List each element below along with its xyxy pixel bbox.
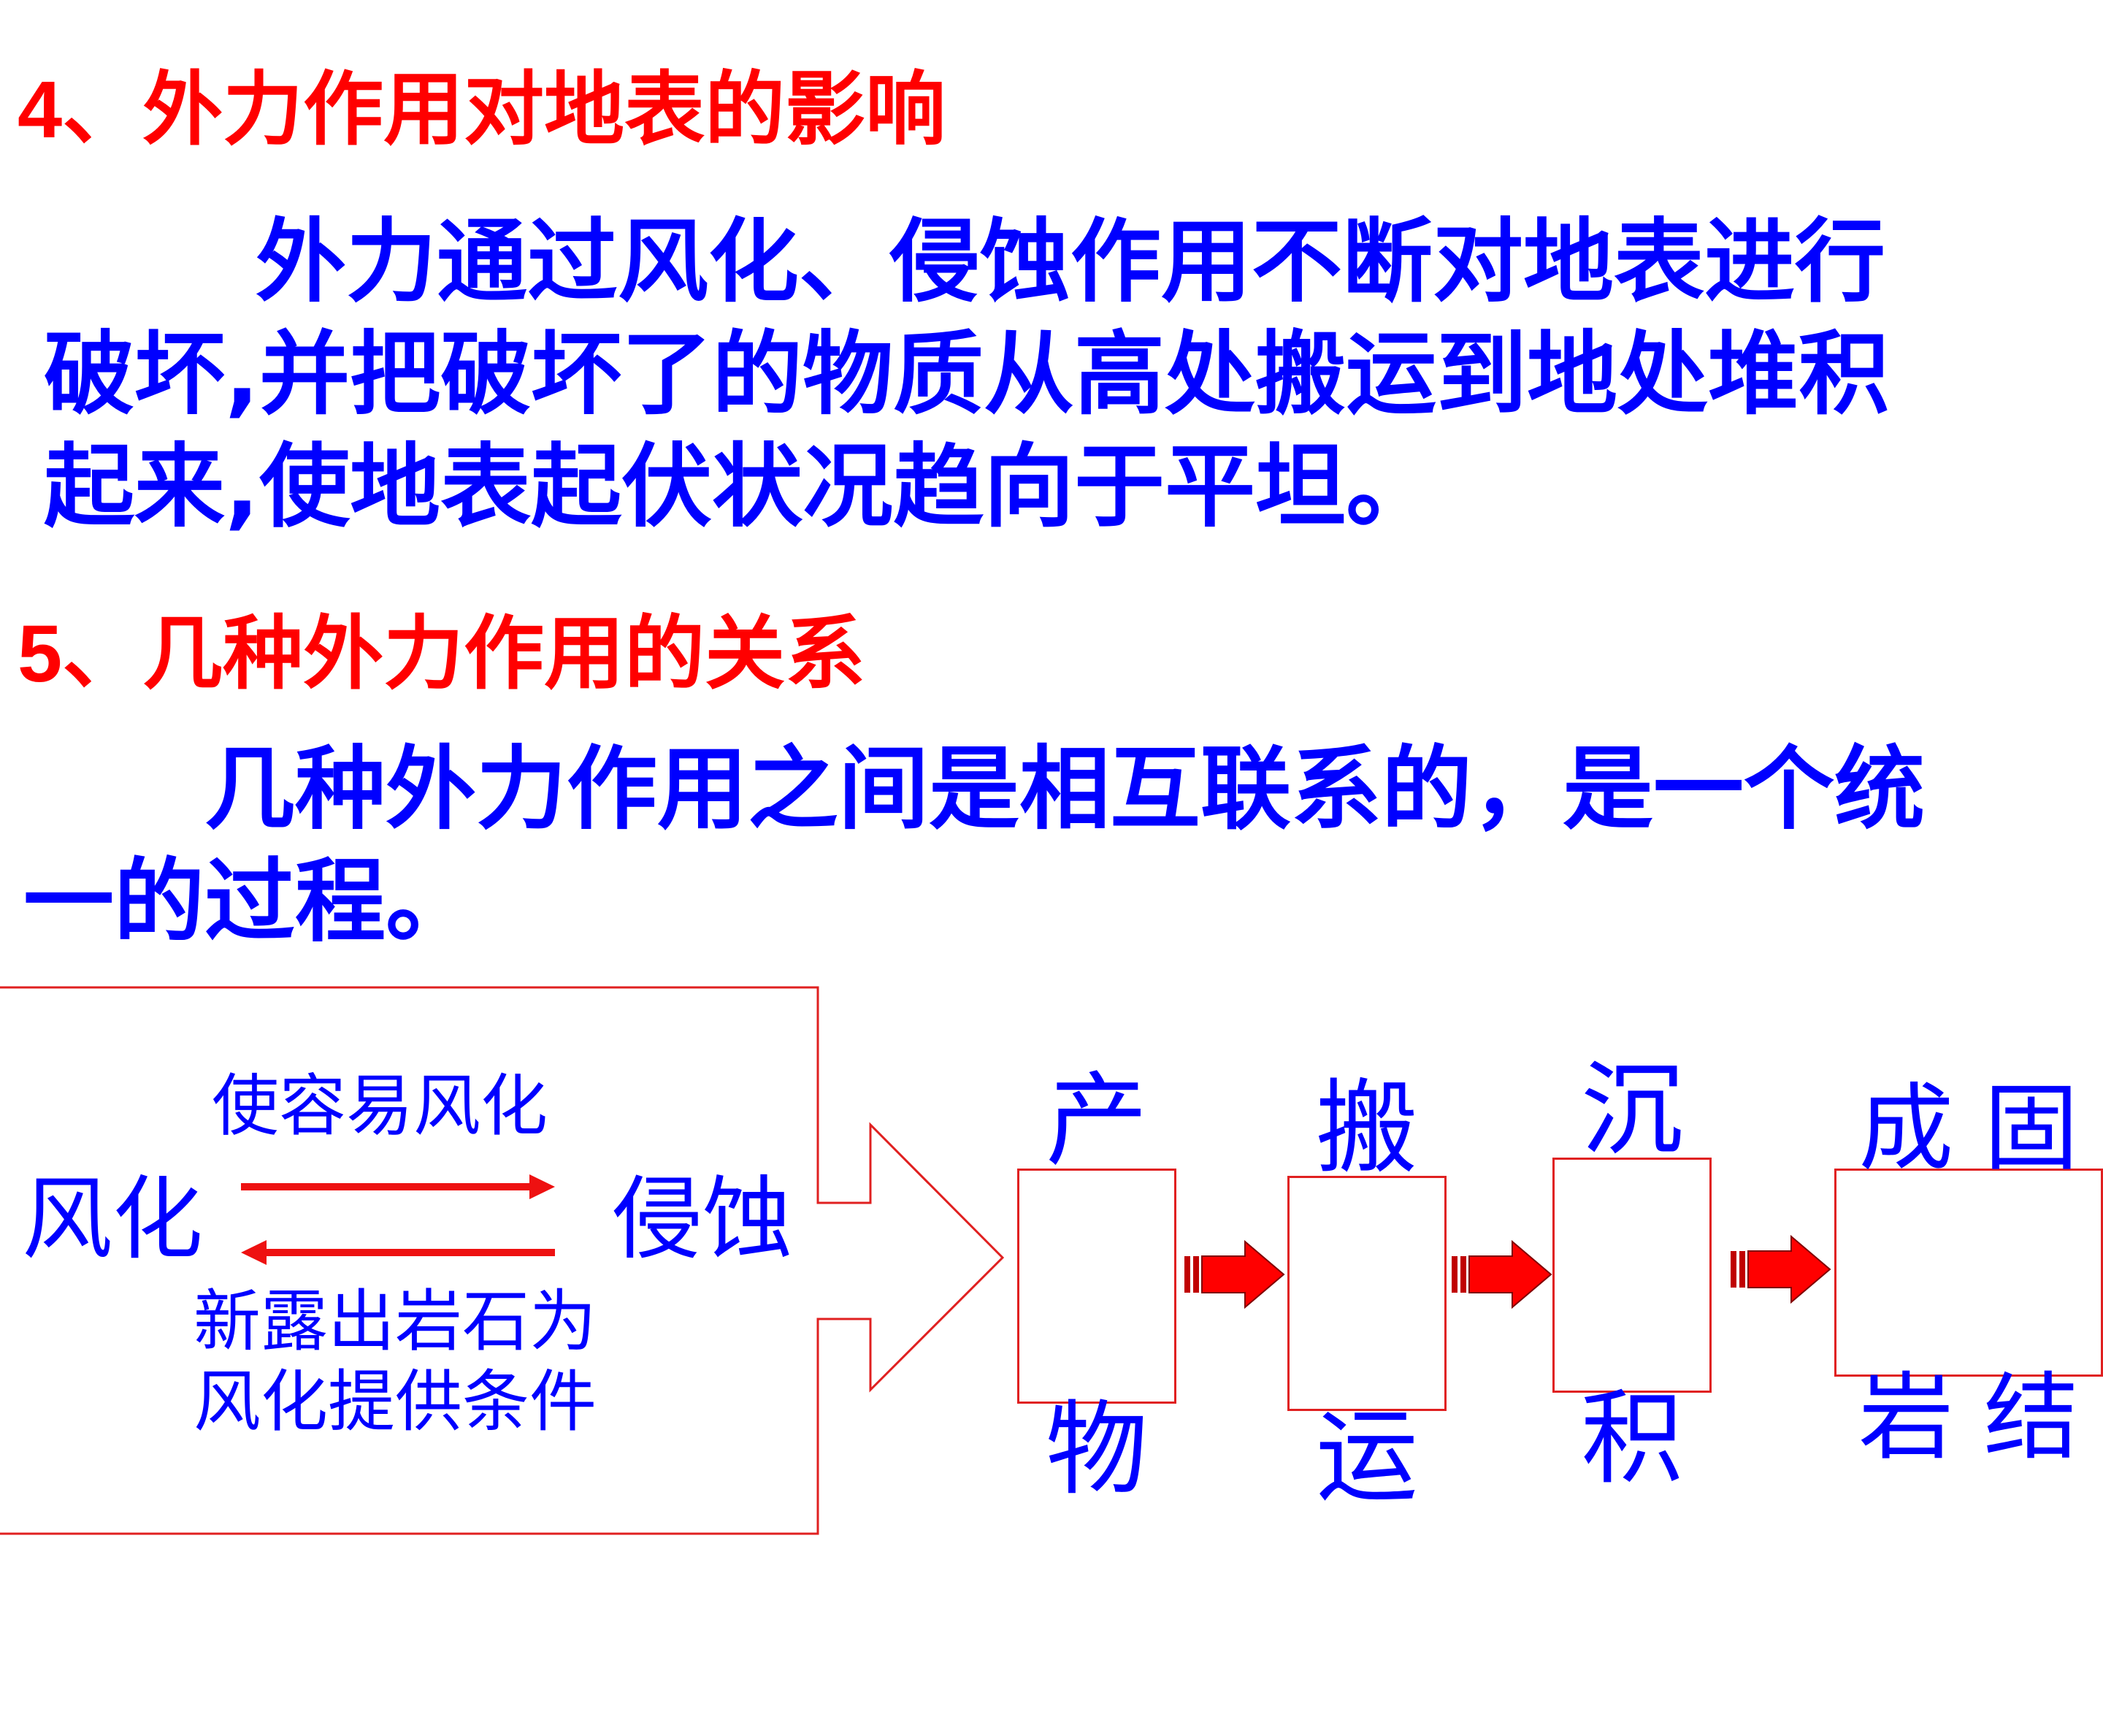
bottom-arrow-label-line: 新露出岩石为	[194, 1282, 597, 1361]
heading-4: 4、外力作用对地表的影响	[18, 62, 946, 158]
step-box-text: 积	[1580, 1380, 1683, 1499]
big-block-arrow	[0, 986, 1005, 1535]
heading-5-text: 、几种外力作用的关系	[62, 606, 866, 700]
left-arrow	[241, 1240, 555, 1265]
step-box-consolidation: 成 固 岩 结	[1834, 1080, 2103, 1466]
step-box-text: 成 固	[1858, 1072, 2079, 1184]
step-box-text: 产	[1045, 1062, 1148, 1181]
heading-5-number: 5	[18, 609, 63, 699]
step-arrow-1	[1184, 1239, 1285, 1309]
paragraph-external-forces-effect: 外力通过风化、侵蚀作用不断对地表进行 破坏,并把破坏了的物质从高处搬运到地处堆积…	[44, 206, 1889, 543]
paragraph-line: 起来,使地表起伏状况趋向于平坦。	[44, 435, 1437, 540]
paragraph-forces-relationship: 几种外力作用之间是相互联系的，是一个统 一的过程。	[23, 733, 1925, 958]
step-arrow-2	[1452, 1239, 1552, 1309]
erosion-label: 侵蚀	[612, 1167, 794, 1272]
step-arrow-3	[1731, 1234, 1831, 1304]
top-arrow-label: 使容易风化	[212, 1067, 548, 1145]
bottom-arrow-label-line: 风化提供条件	[194, 1363, 597, 1441]
heading-4-text: 、外力作用对地表的影响	[62, 62, 946, 156]
step-box-text: 物	[1045, 1391, 1148, 1510]
step-box-deposition: 沉 积	[1552, 1056, 1712, 1494]
right-arrow	[241, 1174, 555, 1199]
step-box-text: 沉	[1580, 1051, 1683, 1170]
paragraph-line: 一的过程。	[23, 849, 477, 955]
paragraph-line: 几种外力作用之间是相互联系的，是一个统	[204, 737, 1926, 842]
heading-4-number: 4	[18, 65, 63, 155]
step-box-product: 产 物	[1017, 1067, 1176, 1505]
diagram-graphics	[0, 986, 1831, 1535]
step-box-transport: 搬 运	[1287, 1074, 1447, 1513]
paragraph-line: 破坏,并把破坏了的物质从高处搬运到地处堆积	[44, 322, 1890, 427]
paragraph-line: 外力通过风化、侵蚀作用不断对地表进行	[256, 210, 1886, 315]
heading-5: 5、几种外力作用的关系	[18, 606, 865, 702]
step-box-text: 运	[1315, 1398, 1418, 1517]
step-box-text: 岩 结	[1858, 1361, 2079, 1473]
step-box-text: 搬	[1315, 1069, 1418, 1188]
weathering-label: 风化	[22, 1167, 204, 1272]
bottom-arrow-label: 新露出岩石为 风化提供条件	[194, 1282, 597, 1442]
